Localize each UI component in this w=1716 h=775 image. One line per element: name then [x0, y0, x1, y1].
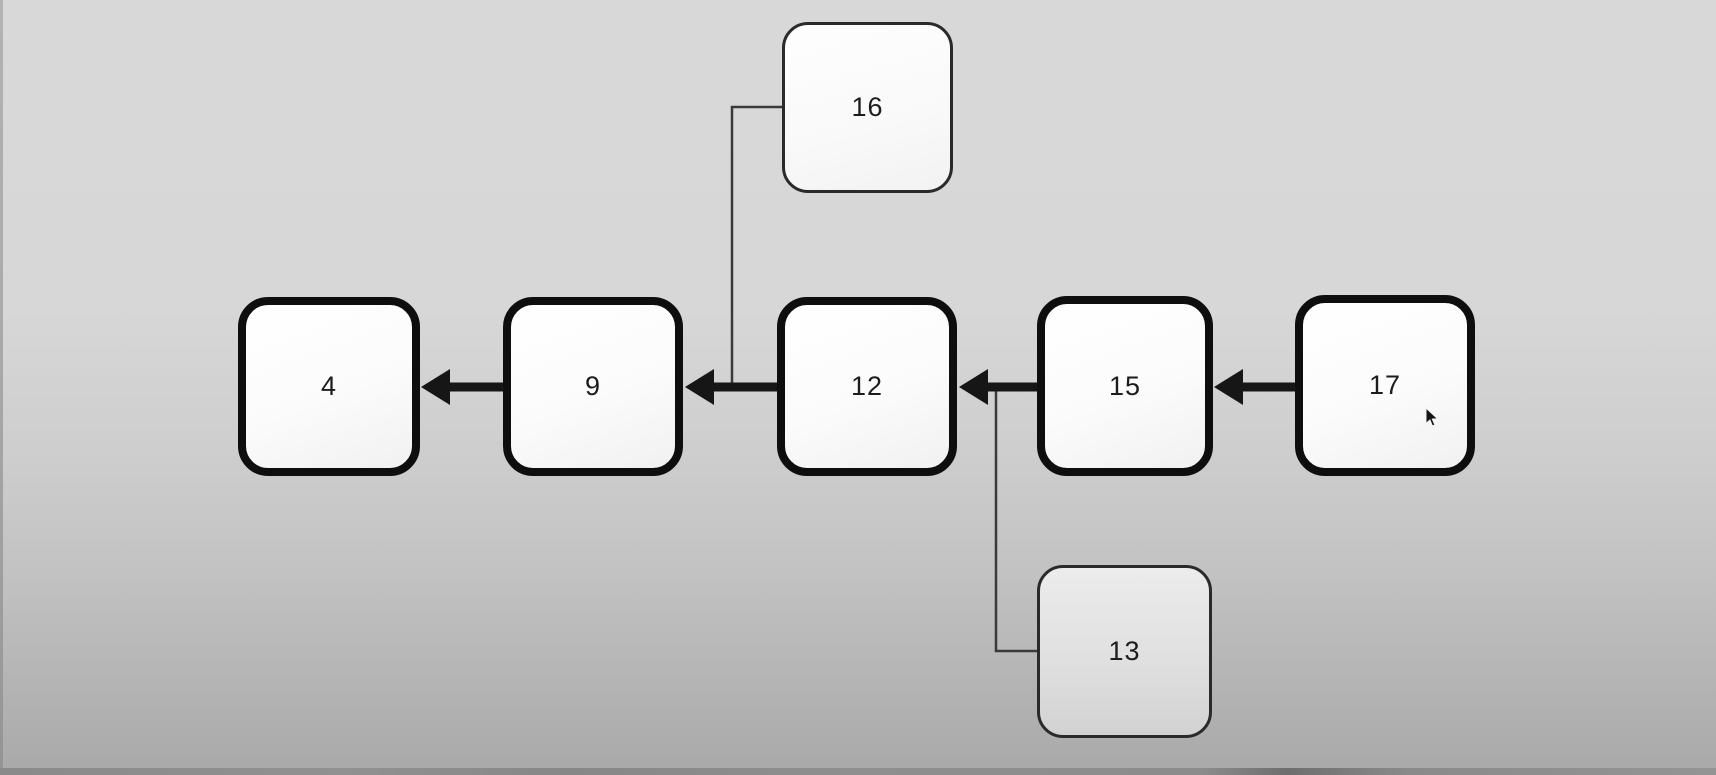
list-node-16[interactable]: 16	[782, 22, 953, 193]
list-node-12[interactable]: 12	[777, 297, 957, 476]
arrow-17-to-15[interactable]	[1214, 369, 1297, 405]
node-label: 16	[851, 92, 884, 122]
list-node-9[interactable]: 9	[503, 297, 683, 476]
node-label: 4	[320, 371, 338, 401]
arrow-9-to-4[interactable]	[421, 369, 505, 405]
frame-bottom-strip	[0, 768, 1716, 775]
frame-left-edge	[0, 0, 3, 775]
node-label: 17	[1368, 370, 1402, 400]
mouse-cursor-icon	[1425, 407, 1439, 427]
connector-13-to-list[interactable]	[994, 389, 1037, 653]
list-node-15[interactable]: 15	[1037, 296, 1213, 476]
list-node-13[interactable]: 13	[1037, 565, 1212, 738]
node-label: 13	[1108, 636, 1141, 666]
arrow-12-to-9[interactable]	[685, 369, 779, 405]
list-node-4[interactable]: 4	[238, 297, 420, 476]
node-label: 12	[850, 371, 884, 401]
list-node-17[interactable]: 17	[1295, 295, 1475, 476]
node-label: 9	[584, 371, 602, 401]
arrow-15-to-12[interactable]	[959, 369, 1039, 405]
node-label: 15	[1108, 370, 1142, 401]
connector-16-to-list[interactable]	[730, 105, 782, 385]
